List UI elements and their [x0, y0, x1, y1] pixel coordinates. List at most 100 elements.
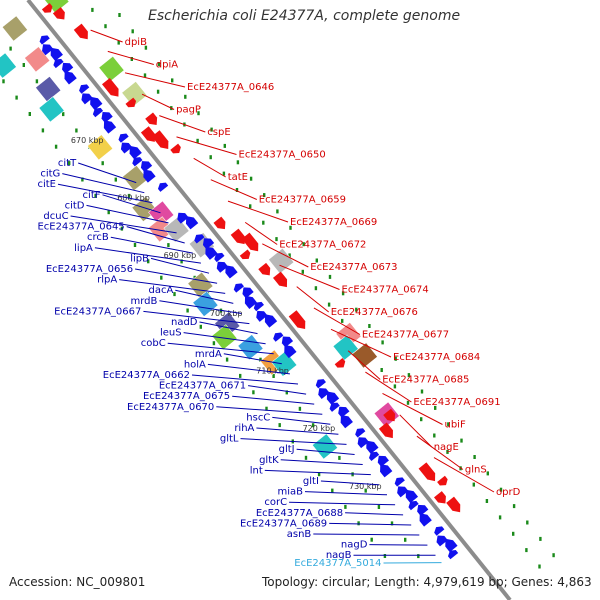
reverse-gene-label[interactable]: citG: [40, 169, 60, 180]
reverse-gene-label[interactable]: lnt: [250, 465, 263, 476]
label-leader: [62, 173, 145, 194]
forward-gene-label[interactable]: EcE24377A_0677: [362, 330, 449, 341]
forward-gene-label[interactable]: EcE24377A_0650: [239, 150, 326, 161]
forward-gene-arrow: [41, 3, 53, 13]
reverse-gene-label[interactable]: gltL: [220, 434, 239, 445]
label-leader: [256, 427, 339, 435]
reverse-gene-label[interactable]: EcE24377A_0670: [127, 402, 214, 413]
forward-gene-label[interactable]: EcE24377A_0685: [382, 375, 469, 386]
reverse-gene-label[interactable]: EcE24377A_0662: [103, 370, 190, 381]
forward-gene-label[interactable]: tatE: [228, 172, 248, 183]
reverse-gene-label[interactable]: asnB: [287, 529, 312, 540]
scale-label: 730 kbp: [349, 482, 382, 491]
forward-gene-label[interactable]: EcE24377A_0659: [259, 195, 346, 206]
reverse-gene-label[interactable]: EcE24377A_0671: [159, 381, 246, 392]
tick-dot: [368, 324, 371, 328]
tick-dot: [420, 389, 424, 394]
tick-dot: [486, 471, 489, 476]
reverse-gene-label[interactable]: mrdA: [195, 349, 222, 360]
reverse-gene-label[interactable]: miaB: [277, 487, 303, 498]
reverse-gene-label[interactable]: rihA: [234, 423, 254, 434]
reverse-gene-label[interactable]: EcE24377A_0675: [143, 391, 230, 402]
reverse-gene-label[interactable]: rlpA: [97, 275, 117, 286]
feature-block: [311, 433, 339, 460]
label-leader: [313, 307, 361, 335]
reverse-gene-label[interactable]: corC: [264, 497, 287, 508]
forward-gene-label[interactable]: EcE24377A_0676: [331, 307, 418, 318]
tick-dot: [62, 112, 65, 117]
forward-gene-arrow: [102, 77, 119, 97]
tick-dot: [41, 128, 45, 133]
reverse-gene-label[interactable]: citF: [83, 190, 101, 201]
label-leader: [365, 371, 412, 403]
forward-gene-label[interactable]: EcE24377A_0673: [310, 262, 397, 273]
forward-gene-label[interactable]: EcE24377A_0672: [279, 240, 366, 251]
forward-gene-label[interactable]: ubiF: [445, 420, 466, 431]
forward-gene-label[interactable]: oprD: [496, 487, 521, 498]
reverse-gene-label[interactable]: gltJ: [279, 444, 295, 455]
forward-gene-arrow: [446, 496, 461, 513]
forward-gene-label[interactable]: EcE24377A_0646: [187, 82, 274, 93]
tick-dot: [341, 291, 345, 296]
tick-dot: [197, 111, 200, 116]
label-leader: [207, 363, 290, 375]
reverse-gene-label[interactable]: gltK: [259, 455, 279, 466]
forward-gene-label[interactable]: EcE24377A_0691: [413, 397, 500, 408]
label-leader: [248, 385, 307, 395]
forward-gene-label[interactable]: nagE: [434, 442, 459, 453]
reverse-gene-arrow: [205, 246, 218, 260]
reverse-gene-label[interactable]: dcuC: [43, 211, 68, 222]
reverse-gene-label[interactable]: citD: [65, 200, 85, 211]
reverse-gene-label[interactable]: citE: [37, 179, 56, 190]
tick-dot: [249, 204, 252, 209]
reverse-gene-arrow: [366, 440, 379, 454]
forward-gene-label[interactable]: dpiA: [156, 60, 178, 71]
forward-gene-label[interactable]: cspE: [207, 127, 230, 138]
reverse-gene-label[interactable]: EcE24377A_0689: [240, 518, 327, 529]
tick-dot: [239, 373, 242, 378]
tick-dot: [171, 78, 174, 83]
reverse-gene-label[interactable]: holA: [184, 359, 206, 370]
reverse-gene-label[interactable]: hscC: [246, 412, 270, 423]
reverse-gene-label[interactable]: lipB: [130, 253, 149, 264]
label-leader: [329, 522, 412, 526]
gene-labels: dpiB dpiA EcE24377A_0646 pagP cspE EcE24377A_…: [37, 37, 520, 569]
forward-gene-label[interactable]: EcE24377A_0684: [393, 352, 480, 363]
forward-gene-label[interactable]: dpiB: [125, 37, 147, 48]
reverse-gene-label[interactable]: nagD: [341, 540, 368, 551]
reverse-gene-label[interactable]: leuS: [160, 328, 182, 339]
reverse-gene-label[interactable]: dacA: [148, 285, 173, 296]
forward-gene-label[interactable]: pagP: [176, 105, 201, 116]
label-leader: [107, 50, 154, 65]
reverse-gene-label[interactable]: EcE24377A_0667: [54, 306, 141, 317]
reverse-gene-label[interactable]: cobC: [141, 338, 166, 349]
reverse-gene-label[interactable]: EcE24377A_5014: [294, 558, 381, 569]
reverse-gene-label[interactable]: crcB: [87, 232, 109, 243]
forward-gene-arrow: [52, 7, 65, 20]
reverse-gene-label[interactable]: EcE24377A_0688: [256, 508, 343, 519]
reverse-gene-label[interactable]: EcE24377A_0656: [46, 264, 133, 275]
reverse-gene-label[interactable]: nadD: [171, 317, 198, 328]
tick-dot: [420, 417, 423, 422]
tick-dot: [538, 564, 541, 569]
tick-dot: [263, 193, 266, 198]
reverse-gene-arrow: [417, 504, 429, 516]
label-leader: [262, 243, 309, 268]
reverse-gene-label[interactable]: mrdB: [131, 296, 158, 307]
tick-dot: [68, 161, 71, 166]
reverse-gene-label[interactable]: gltI: [303, 476, 319, 487]
reverse-gene-label[interactable]: citT: [58, 158, 77, 169]
label-leader: [159, 115, 206, 133]
label-leader: [289, 501, 396, 506]
forward-gene-label[interactable]: EcE24377A_0669: [290, 217, 377, 228]
reverse-gene-label[interactable]: lipA: [74, 243, 93, 254]
tick-dot: [249, 176, 253, 181]
forward-gene-label[interactable]: EcE24377A_0674: [342, 285, 429, 296]
tick-dot: [364, 488, 367, 493]
reverse-gene-label[interactable]: nagB: [326, 550, 352, 561]
reverse-gene-arrow: [129, 145, 142, 160]
forward-gene-label[interactable]: glnS: [465, 465, 487, 476]
reverse-gene-label[interactable]: EcE24377A_0645: [37, 222, 124, 233]
tick-dot: [302, 242, 305, 247]
